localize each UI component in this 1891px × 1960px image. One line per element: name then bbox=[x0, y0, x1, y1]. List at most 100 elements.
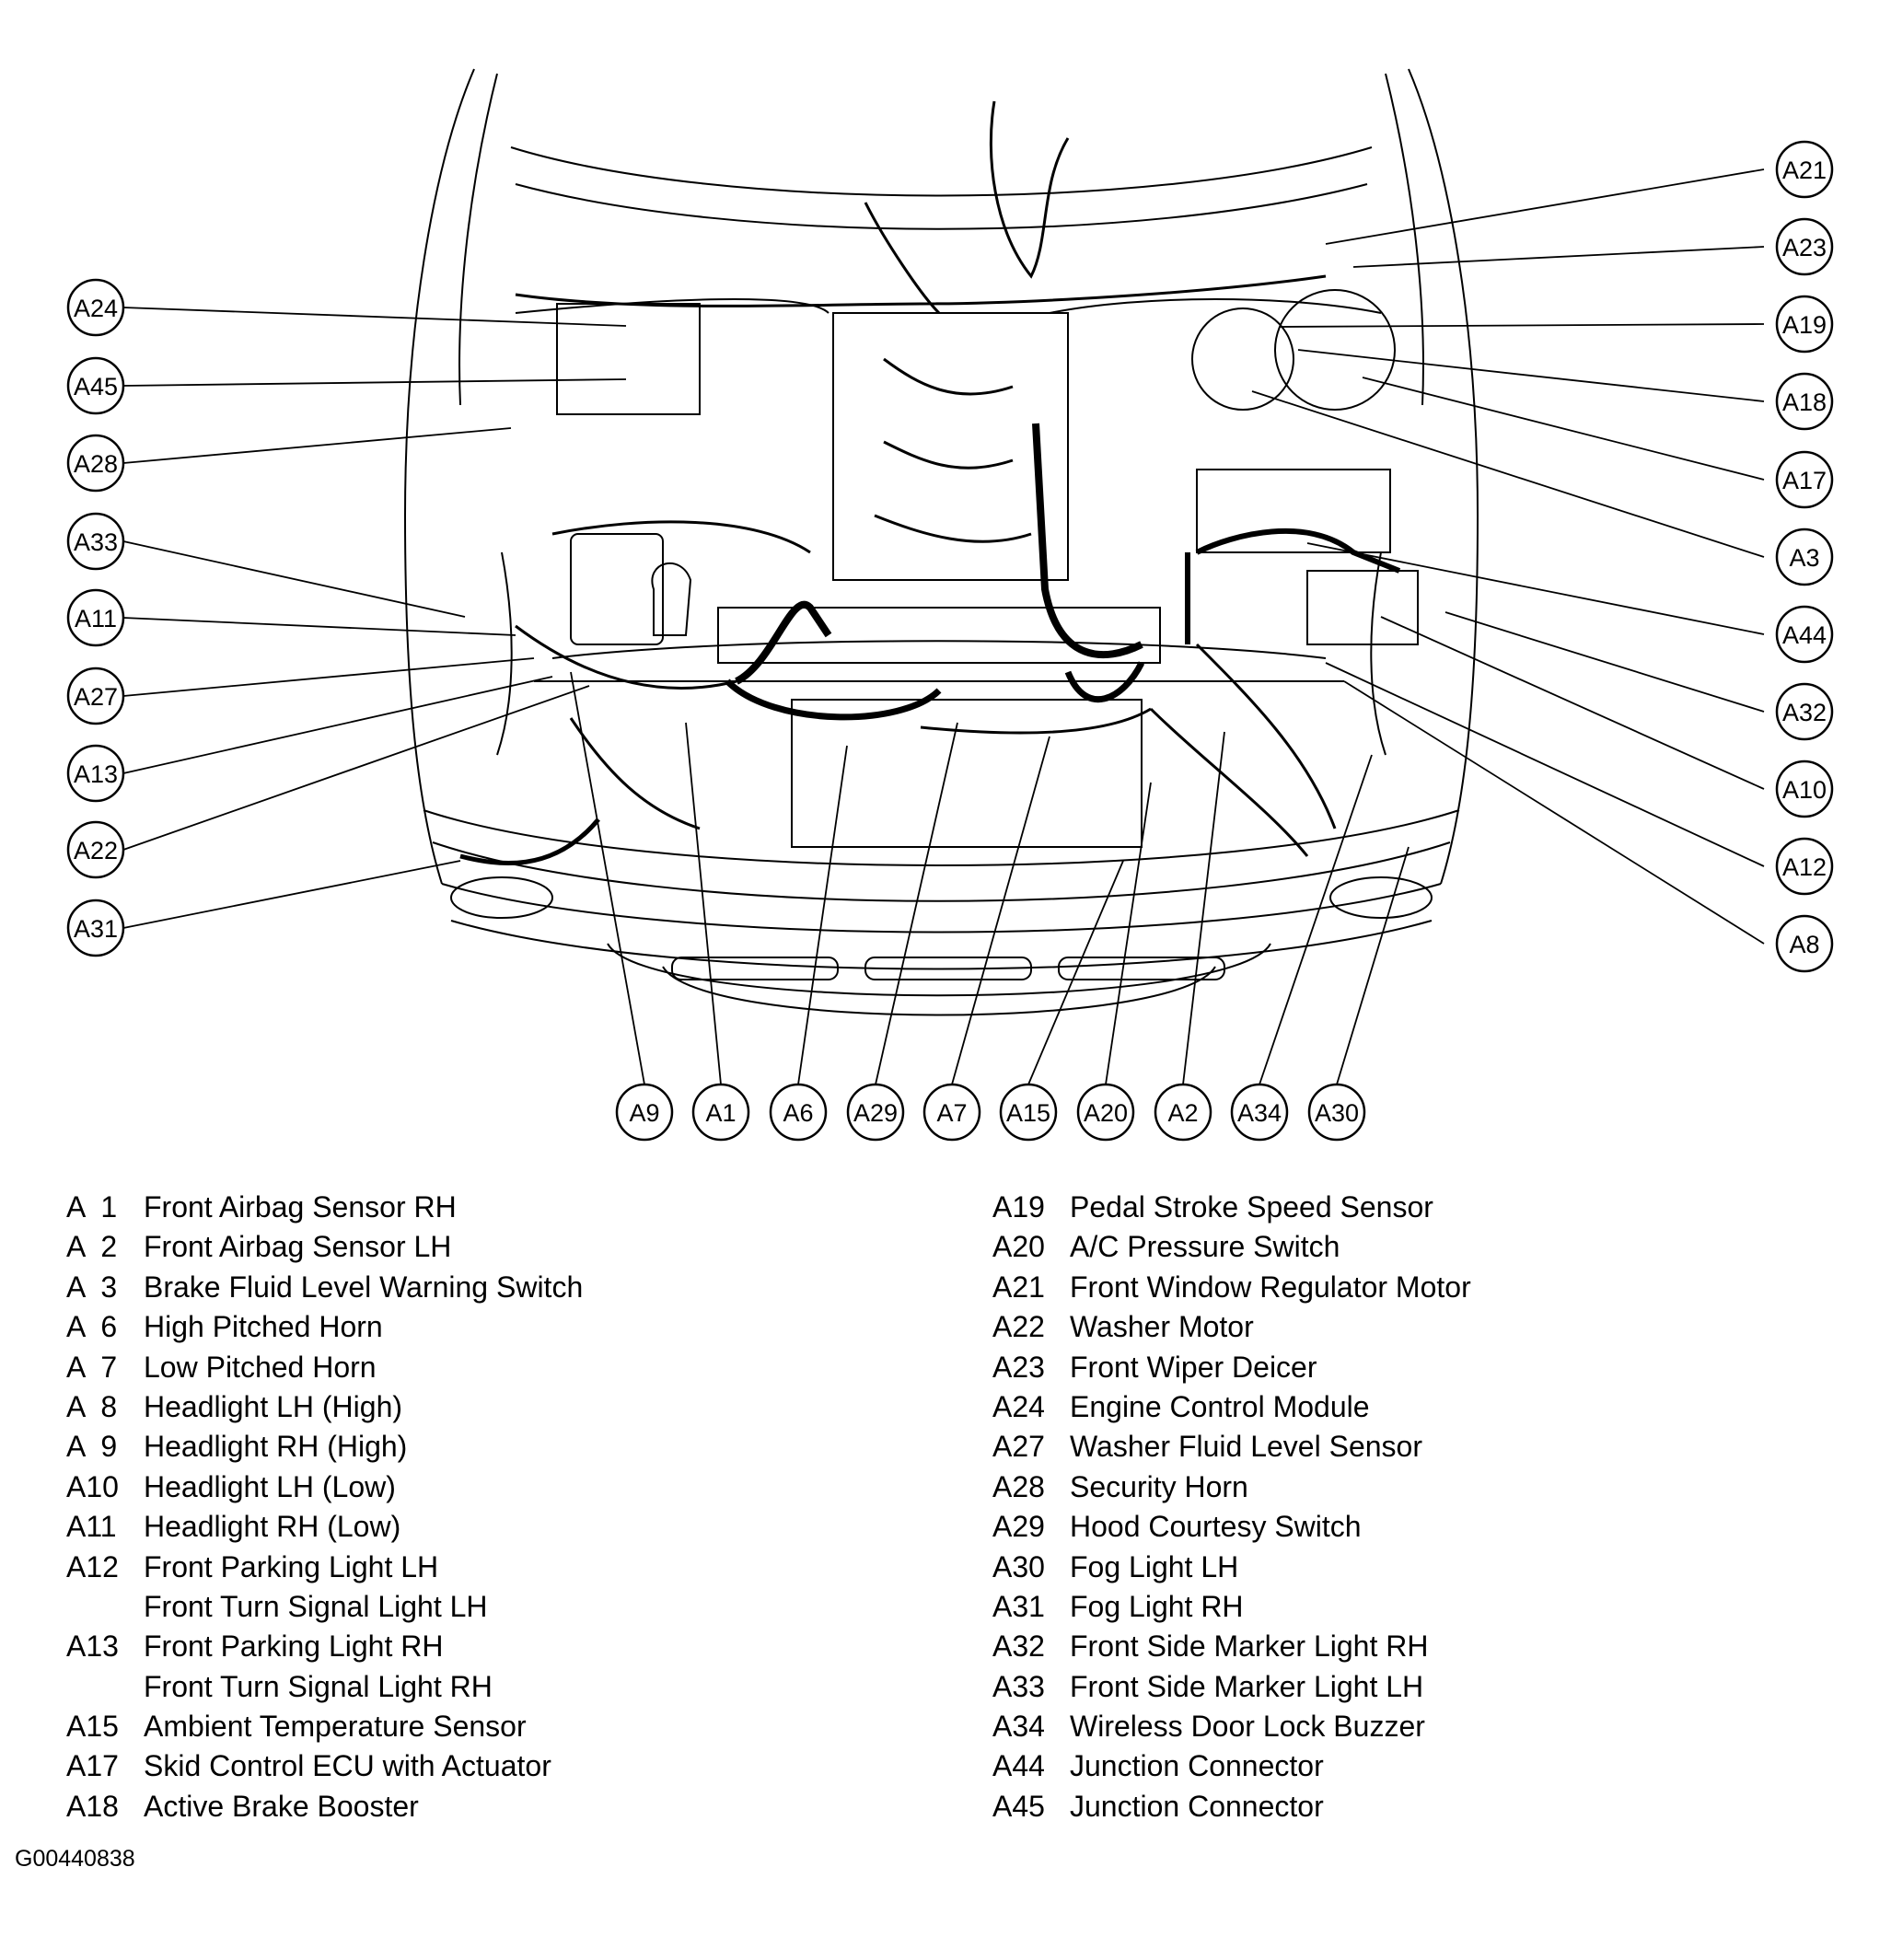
legend-code: A 1 bbox=[66, 1190, 118, 1224]
vehicle-outline bbox=[403, 68, 1479, 1016]
legend-label: Front Side Marker Light RH bbox=[1070, 1629, 1429, 1664]
legend-code: A33 bbox=[992, 1669, 1045, 1703]
svg-text:A22: A22 bbox=[74, 837, 118, 864]
callout-a9: A9 bbox=[615, 1083, 674, 1142]
svg-text:A31: A31 bbox=[74, 915, 118, 943]
legend-label: Security Horn bbox=[1070, 1469, 1248, 1503]
legend-code: A29 bbox=[992, 1510, 1045, 1544]
callout-a45: A45 bbox=[66, 356, 125, 415]
callout-a31: A31 bbox=[66, 899, 125, 957]
legend-code: A30 bbox=[992, 1549, 1045, 1583]
svg-text:A17: A17 bbox=[1782, 467, 1827, 494]
legend-label: Engine Control Module bbox=[1070, 1389, 1370, 1423]
legend-code: A28 bbox=[992, 1469, 1045, 1503]
svg-text:A34: A34 bbox=[1237, 1099, 1282, 1127]
svg-text:A44: A44 bbox=[1782, 621, 1827, 649]
svg-text:A30: A30 bbox=[1315, 1099, 1359, 1127]
callout-a44: A44 bbox=[1775, 605, 1834, 664]
legend-label: Washer Motor bbox=[1070, 1310, 1254, 1344]
svg-text:A18: A18 bbox=[1782, 389, 1827, 416]
callout-a24: A24 bbox=[66, 278, 125, 337]
callouts-bottom: A9 A1 A6 A29 A7 A15 A20 A2 A34 A30 bbox=[615, 1083, 1366, 1142]
legend-code: A 9 bbox=[66, 1430, 118, 1464]
legend-label: High Pitched Horn bbox=[144, 1310, 383, 1344]
wire-harness bbox=[459, 100, 1401, 866]
callout-a23: A23 bbox=[1775, 217, 1834, 276]
callout-a1: A1 bbox=[691, 1083, 750, 1142]
legend-label: Junction Connector bbox=[1070, 1789, 1324, 1823]
legend-label: Ambient Temperature Sensor bbox=[144, 1710, 527, 1744]
callout-a13: A13 bbox=[66, 744, 125, 803]
legend-label: Front Side Marker Light LH bbox=[1070, 1669, 1424, 1703]
svg-text:A45: A45 bbox=[74, 373, 118, 400]
svg-text:A29: A29 bbox=[853, 1099, 898, 1127]
svg-text:A15: A15 bbox=[1006, 1099, 1050, 1127]
legend-code: A19 bbox=[992, 1190, 1045, 1224]
legend-label: Low Pitched Horn bbox=[144, 1350, 377, 1384]
callout-a17: A17 bbox=[1775, 450, 1834, 509]
callout-a19: A19 bbox=[1775, 295, 1834, 354]
legend-label: Front Parking Light LH bbox=[144, 1549, 439, 1583]
callouts-right: A21 A23 A19 A18 A17 A3 A44 A32 A10 A12 A… bbox=[1775, 140, 1834, 973]
legend-label: Brake Fluid Level Warning Switch bbox=[144, 1270, 584, 1304]
legend-code: A20 bbox=[992, 1230, 1045, 1264]
callout-a34: A34 bbox=[1230, 1083, 1289, 1142]
svg-text:A28: A28 bbox=[74, 450, 118, 478]
legend-label: Headlight LH (Low) bbox=[144, 1469, 396, 1503]
legend-label: Fog Light LH bbox=[1070, 1549, 1239, 1583]
legend-label: Junction Connector bbox=[1070, 1749, 1324, 1783]
legend-label: Washer Fluid Level Sensor bbox=[1070, 1430, 1422, 1464]
legend-label: Front Wiper Deicer bbox=[1070, 1350, 1317, 1384]
legend-code: A32 bbox=[992, 1629, 1045, 1664]
svg-text:A32: A32 bbox=[1782, 699, 1827, 726]
callout-a8: A8 bbox=[1775, 914, 1834, 973]
callout-a20: A20 bbox=[1076, 1083, 1135, 1142]
svg-text:A19: A19 bbox=[1782, 311, 1827, 339]
legend-code: A21 bbox=[992, 1270, 1045, 1304]
legend-code: A45 bbox=[992, 1789, 1045, 1823]
legend-label: Headlight LH (High) bbox=[144, 1389, 403, 1423]
legend-code: A24 bbox=[992, 1389, 1045, 1423]
svg-text:A33: A33 bbox=[74, 528, 118, 556]
legend-code: A31 bbox=[992, 1589, 1045, 1623]
legend-label: Front Airbag Sensor LH bbox=[144, 1230, 452, 1264]
callout-a28: A28 bbox=[66, 434, 125, 493]
legend-code: A34 bbox=[992, 1710, 1045, 1744]
legend-code: A 6 bbox=[66, 1310, 118, 1344]
callouts-left: A24 A45 A28 A33 A11 A27 A13 A22 A31 bbox=[66, 278, 125, 957]
legend-code: A10 bbox=[66, 1469, 119, 1503]
legend-label: Headlight RH (High) bbox=[144, 1430, 408, 1464]
svg-text:A2: A2 bbox=[1167, 1099, 1198, 1127]
engine-compartment-diagram: A24 A45 A28 A33 A11 A27 A13 A22 A31 A21 … bbox=[66, 68, 1834, 1142]
legend-label: Wireless Door Lock Buzzer bbox=[1070, 1710, 1425, 1744]
callout-a22: A22 bbox=[66, 820, 125, 879]
legend-label: Fog Light RH bbox=[1070, 1589, 1244, 1623]
legend-code: A 7 bbox=[66, 1350, 118, 1384]
legend-code: A 8 bbox=[66, 1389, 118, 1423]
legend-code: A17 bbox=[66, 1749, 119, 1783]
callout-a12: A12 bbox=[1775, 837, 1834, 896]
callout-a11: A11 bbox=[66, 588, 125, 647]
callout-a10: A10 bbox=[1775, 760, 1834, 818]
svg-text:A12: A12 bbox=[1782, 853, 1827, 881]
svg-text:A27: A27 bbox=[74, 683, 118, 711]
legend-label: Front Turn Signal Light LH bbox=[144, 1589, 488, 1623]
legend-label: Pedal Stroke Speed Sensor bbox=[1070, 1190, 1433, 1224]
svg-text:A10: A10 bbox=[1782, 776, 1827, 804]
legend-code: A 3 bbox=[66, 1270, 118, 1304]
callout-a27: A27 bbox=[66, 667, 125, 725]
svg-text:A8: A8 bbox=[1789, 931, 1819, 958]
legend-code: A15 bbox=[66, 1710, 119, 1744]
callout-a15: A15 bbox=[999, 1083, 1058, 1142]
svg-text:A9: A9 bbox=[629, 1099, 659, 1127]
svg-text:A1: A1 bbox=[705, 1099, 736, 1127]
svg-text:A20: A20 bbox=[1084, 1099, 1128, 1127]
callout-a7: A7 bbox=[922, 1083, 981, 1142]
legend-label: Front Parking Light RH bbox=[144, 1629, 444, 1664]
legend-label: Hood Courtesy Switch bbox=[1070, 1510, 1362, 1544]
callout-a30: A30 bbox=[1307, 1083, 1366, 1142]
callout-a3: A3 bbox=[1775, 528, 1834, 586]
svg-text:A23: A23 bbox=[1782, 234, 1827, 261]
legend-code: A44 bbox=[992, 1749, 1045, 1783]
callout-a32: A32 bbox=[1775, 682, 1834, 741]
